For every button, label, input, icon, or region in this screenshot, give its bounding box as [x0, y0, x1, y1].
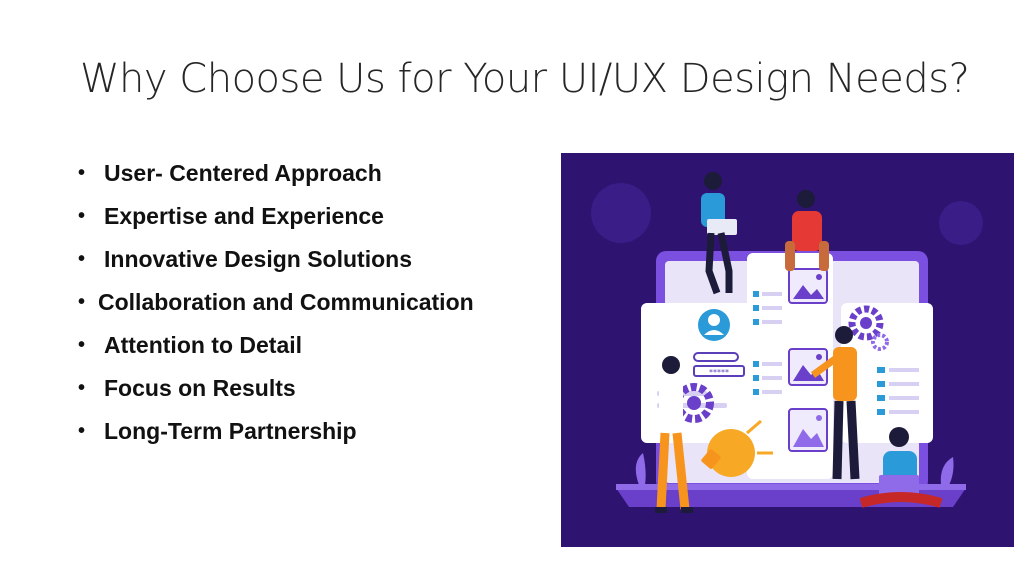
bullet-text: Attention to Detail [104, 332, 303, 358]
person-woman [655, 356, 693, 513]
plant-decor [940, 457, 954, 485]
lightbulb-icon [701, 419, 773, 477]
bullet-dot: • [78, 377, 86, 399]
bullet-item: • Expertise and Experience [78, 195, 474, 238]
bullet-list: • User- Centered Approach • Expertise and … [78, 152, 474, 453]
bullet-dot: • [78, 162, 86, 184]
rating-stars: ***** [709, 368, 729, 377]
bullet-dot: • [78, 205, 86, 227]
gear-icon [871, 333, 889, 351]
image-placeholder-icon [788, 268, 828, 304]
decor-bubble [591, 183, 651, 243]
bullet-text: Long-Term Partnership [104, 418, 357, 444]
person-man-pointing [810, 326, 860, 480]
person-red-shirt [785, 190, 829, 271]
bullet-dot: • [78, 420, 86, 442]
bullet-item: • Attention to Detail [78, 324, 474, 367]
bullet-text: User- Centered Approach [104, 160, 382, 186]
plant-decor [635, 453, 646, 485]
ui-ux-team-illustration: ***** [561, 153, 1014, 547]
bullet-text: Expertise and Experience [104, 203, 384, 229]
content-card [841, 303, 933, 443]
image-placeholder-icon [788, 408, 828, 452]
person-sitting-laptop [859, 427, 943, 508]
bullet-dot: • [78, 334, 86, 356]
bullet-text: Collaboration and Communication [98, 289, 474, 315]
bullet-item: • Focus on Results [78, 367, 474, 410]
decor-bubble [939, 201, 983, 245]
bullet-item: • Innovative Design Solutions [78, 238, 474, 281]
gear-icon [848, 305, 884, 341]
bullet-item: • Long-Term Partnership [78, 410, 474, 453]
slide-title: Why Choose Us for Your UI/UX Design Need… [80, 56, 970, 102]
bullet-dot: • [78, 291, 86, 313]
bullet-item: • Collaboration and Communication [78, 281, 474, 324]
person-with-laptop [701, 172, 737, 295]
bullet-text: Innovative Design Solutions [104, 246, 412, 272]
bullet-dot: • [78, 248, 86, 270]
bullet-item: • User- Centered Approach [78, 152, 474, 195]
bullet-text: Focus on Results [104, 375, 296, 401]
